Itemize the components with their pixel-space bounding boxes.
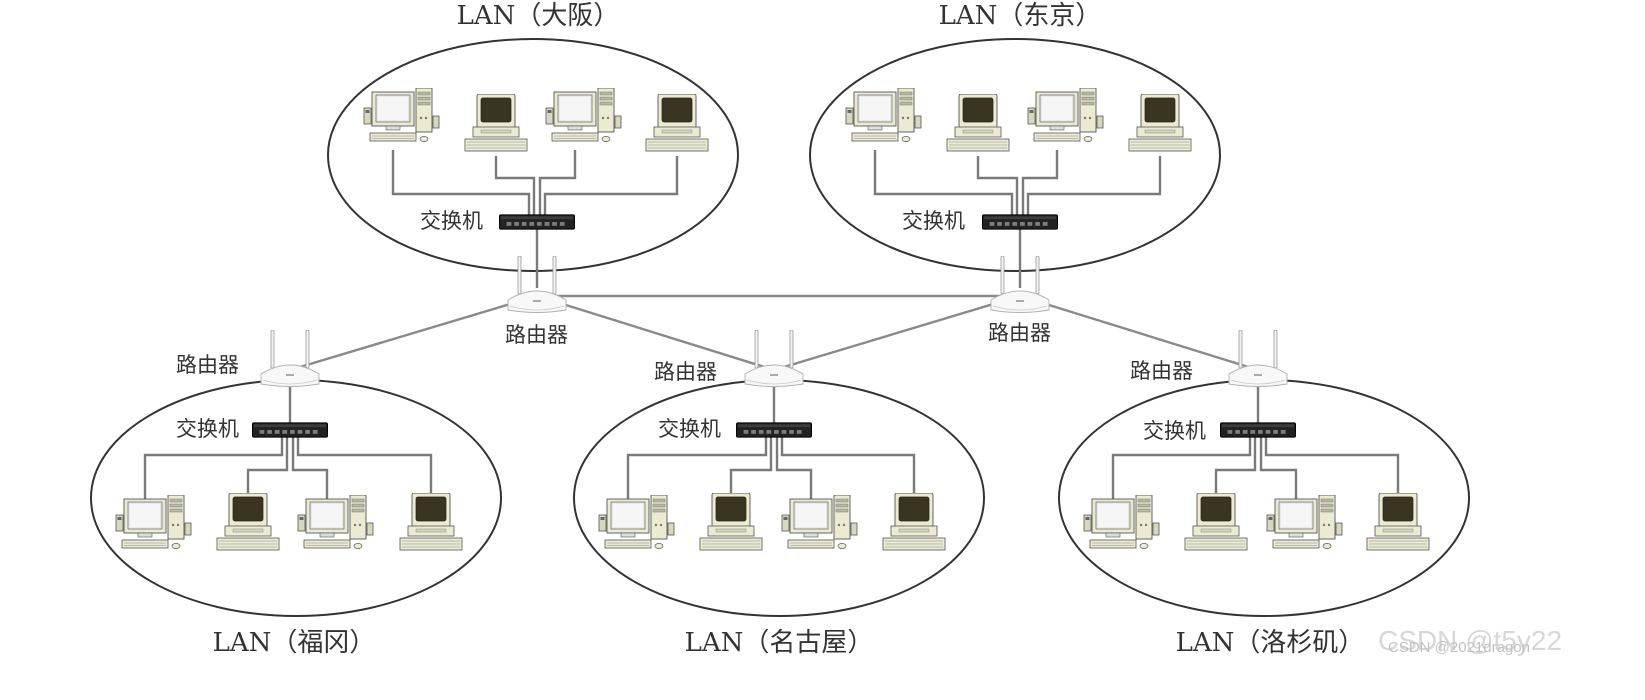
switch-label: 交换机 bbox=[902, 209, 965, 233]
desktop-pc-icon bbox=[1027, 88, 1104, 143]
desktop-pc-icon bbox=[1083, 495, 1160, 550]
desktop-pc-icon bbox=[363, 88, 440, 143]
wan-link bbox=[773, 294, 1021, 372]
router-label: 路由器 bbox=[176, 353, 239, 377]
ethernet-cable bbox=[494, 156, 536, 218]
watermark-small: CSDN @2021dragon bbox=[1388, 639, 1530, 656]
watermark-large: CSDN @t5y22 bbox=[1378, 625, 1562, 656]
desktop-pc-icon bbox=[781, 495, 858, 550]
lan-title: LAN（名古屋） bbox=[685, 628, 874, 658]
ethernet-cable bbox=[246, 436, 289, 501]
lan-group: 交换机 路由器 LAN（名古屋） bbox=[573, 330, 985, 658]
router-icon bbox=[744, 330, 804, 387]
ethernet-cable bbox=[1026, 156, 1162, 218]
ethernet-cable bbox=[391, 150, 531, 218]
lan-boundary bbox=[327, 38, 739, 272]
lan-title: LAN（福冈） bbox=[213, 628, 376, 658]
ethernet-cable bbox=[775, 436, 813, 503]
wan-link bbox=[289, 294, 538, 372]
ethernet-cable bbox=[291, 436, 329, 503]
crt-terminal-icon bbox=[216, 493, 280, 551]
lan-title: LAN（洛杉矶） bbox=[1176, 628, 1365, 658]
lan-groups: 交换机路由器LAN（大阪）交换机路由器LAN（东京）交换机路由器LAN（福冈）交… bbox=[90, 1, 1470, 658]
router-label: 路由器 bbox=[988, 321, 1051, 345]
crt-terminal-icon bbox=[399, 493, 463, 551]
switch-label: 交换机 bbox=[658, 417, 721, 441]
ethernet-cable bbox=[1214, 436, 1257, 501]
ethernet-cable bbox=[873, 150, 1014, 218]
lan-group: 交换机 路由器 LAN（福冈） bbox=[90, 330, 502, 658]
crt-terminal-icon bbox=[946, 94, 1010, 152]
crt-terminal-icon bbox=[699, 493, 763, 551]
crt-terminal-icon bbox=[645, 94, 709, 152]
ethernet-cable bbox=[626, 436, 768, 503]
ethernet-cable bbox=[780, 436, 916, 501]
ethernet-cable bbox=[543, 156, 679, 218]
router-icon bbox=[260, 330, 320, 387]
lan-group: 交换机 路由器 LAN（洛杉矶） bbox=[1058, 330, 1470, 658]
switch-icon bbox=[252, 422, 328, 438]
ethernet-cable bbox=[143, 436, 284, 503]
router-label: 路由器 bbox=[1130, 359, 1193, 383]
ethernet-cable bbox=[296, 436, 433, 501]
ethernet-cable bbox=[976, 156, 1019, 218]
lan-title: LAN（东京） bbox=[939, 1, 1102, 31]
ethernet-cable bbox=[1259, 436, 1298, 503]
switch-icon bbox=[982, 214, 1058, 230]
router-label: 路由器 bbox=[654, 360, 717, 384]
desktop-pc-icon bbox=[1266, 495, 1343, 550]
crt-terminal-icon bbox=[1128, 94, 1192, 152]
crt-terminal-icon bbox=[1366, 493, 1430, 551]
crt-terminal-icon bbox=[464, 94, 528, 152]
switch-label: 交换机 bbox=[420, 209, 483, 233]
switch-icon bbox=[1220, 422, 1296, 438]
ethernet-cable bbox=[729, 436, 773, 501]
crt-terminal-icon bbox=[1184, 493, 1248, 551]
ethernet-cable bbox=[1021, 150, 1059, 218]
wan-links bbox=[289, 294, 1259, 372]
desktop-pc-icon bbox=[598, 495, 675, 550]
ethernet-cable bbox=[1264, 436, 1400, 501]
desktop-pc-icon bbox=[297, 495, 374, 550]
ethernet-cable bbox=[1111, 436, 1252, 503]
switch-icon bbox=[499, 214, 575, 230]
desktop-pc-icon bbox=[115, 495, 192, 550]
switch-icon bbox=[736, 422, 812, 438]
switch-label: 交换机 bbox=[1143, 419, 1206, 443]
ethernet-cable bbox=[538, 150, 577, 218]
switch-label: 交换机 bbox=[176, 417, 239, 441]
desktop-pc-icon bbox=[545, 88, 622, 143]
router-icon bbox=[1228, 330, 1288, 387]
lan-boundary bbox=[809, 38, 1221, 272]
router-label: 路由器 bbox=[505, 323, 568, 347]
lan-title: LAN（大阪） bbox=[457, 1, 620, 31]
wan-link bbox=[536, 294, 775, 372]
wan-link bbox=[1019, 294, 1259, 372]
desktop-pc-icon bbox=[845, 88, 922, 143]
crt-terminal-icon bbox=[882, 493, 946, 551]
